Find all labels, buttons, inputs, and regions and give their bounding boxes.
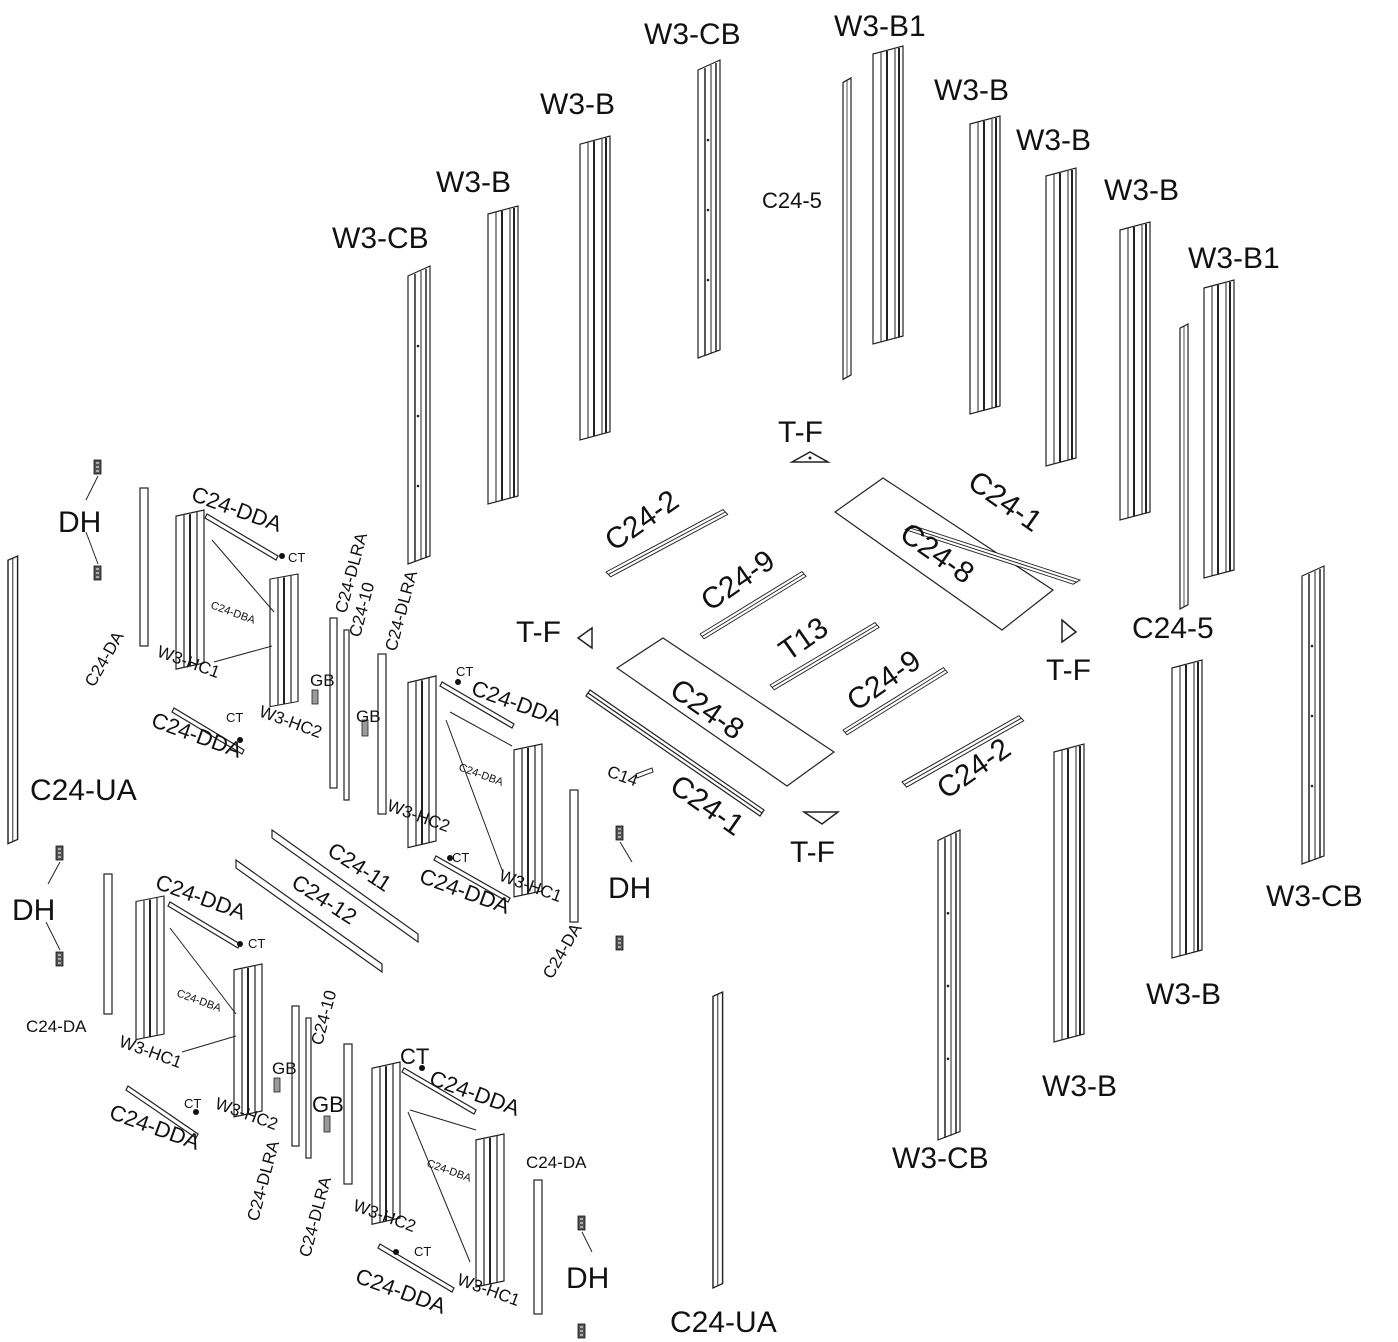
- label-ct-4: CT: [452, 850, 469, 865]
- beam-c24-11: [271, 828, 419, 944]
- label-w3-cb-top: W3-CB: [644, 18, 741, 51]
- label-c24-9-left: C24-9: [695, 544, 781, 618]
- label-c24-dba-4: C24-DBA: [425, 1158, 473, 1185]
- bracket-t-f-left: [576, 626, 593, 650]
- post-c24-5-top: [842, 77, 852, 381]
- label-c24-1-back: C24-1: [962, 465, 1048, 539]
- label-dh-4: DH: [566, 1262, 609, 1295]
- label-ct-5: CT: [248, 936, 265, 951]
- wall-panel-w3-b-1: [487, 205, 519, 505]
- floor-panel-c24-8-back: [833, 477, 1055, 631]
- label-gb-2: GB: [356, 707, 381, 726]
- bracket-t-f-right: [1061, 618, 1078, 644]
- label-ct-7: CT: [400, 1044, 429, 1069]
- wall-panel-w3-b1-top: [872, 45, 904, 345]
- label-w3-b1-top: W3-B1: [834, 10, 926, 43]
- wall-panel-w3-b-6: [1171, 659, 1203, 959]
- label-gb-1: GB: [310, 671, 335, 690]
- door-assembly-3: [45, 845, 353, 1185]
- label-c24-da-2: C24-DA: [539, 920, 586, 982]
- part-c14: [635, 767, 654, 779]
- label-c24-dba-3: C24-DBA: [175, 988, 223, 1015]
- label-t-f-bottom: T-F: [790, 836, 835, 869]
- label-w3-hc2-1: W3-HC2: [257, 702, 325, 742]
- floor-rail-c24-1-front: [585, 689, 765, 817]
- bracket-t-f-bottom: [801, 811, 841, 825]
- label-c24-5-right: C24-5: [1132, 612, 1214, 645]
- label-c24-dba-2: C24-DBA: [457, 762, 505, 789]
- wall-panel-w3-b-7: [1053, 743, 1085, 1043]
- label-w3-b-3: W3-B: [934, 74, 1009, 107]
- floor-panel-c24-8-front: [615, 637, 836, 787]
- label-c24-10-2: C24-10: [308, 988, 341, 1047]
- label-ct-8: CT: [414, 1244, 431, 1259]
- label-c24-11: C24-11: [323, 837, 396, 896]
- beam-c24-12: [235, 858, 383, 974]
- label-w3-b-2: W3-B: [540, 88, 615, 121]
- label-dh-1: DH: [58, 506, 101, 539]
- post-c24-5-right: [1179, 323, 1189, 610]
- wall-panel-w3-cb-left: [407, 265, 431, 565]
- label-t-f-right: T-F: [1046, 654, 1091, 687]
- door-assembly-4: [370, 1060, 593, 1339]
- label-w3-b1-right: W3-B1: [1188, 242, 1280, 275]
- label-c24-ua-bottom: C24-UA: [670, 1306, 777, 1339]
- label-c14: C14: [605, 762, 641, 791]
- wall-panel-w3-cb-top: [697, 59, 721, 359]
- label-c24-da-4: C24-DA: [526, 1153, 587, 1172]
- label-dh-2: DH: [12, 894, 55, 927]
- label-c24-dda-8: C24-DDA: [352, 1263, 449, 1319]
- label-gb-4: GB: [312, 1092, 344, 1117]
- wall-panel-w3-b-4: [1045, 167, 1077, 467]
- label-c24-da-1: C24-DA: [81, 628, 128, 690]
- label-w3-b-1: W3-B: [436, 166, 511, 199]
- label-dh-3: DH: [608, 872, 651, 905]
- wall-panel-w3-b-5: [1119, 221, 1151, 521]
- label-ct-3: CT: [456, 664, 473, 679]
- label-ct-2: CT: [226, 710, 243, 725]
- wall-panel-w3-b-3: [969, 115, 1001, 415]
- label-w3-b-4: W3-B: [1016, 124, 1091, 157]
- label-w3-hc1-3: W3-HC1: [117, 1032, 185, 1072]
- label-w3-b-5: W3-B: [1104, 174, 1179, 207]
- post-c24-ua-bottom: [712, 991, 724, 1289]
- label-w3-cb-far-right: W3-CB: [1266, 880, 1363, 913]
- wall-panel-w3-cb-bottom: [937, 829, 961, 1141]
- label-c24-dda-3: C24-DDA: [468, 675, 565, 731]
- label-c24-dlra-2: C24-DLRA: [382, 568, 422, 653]
- label-w3-b-7: W3-B: [1042, 1070, 1117, 1103]
- label-c24-12: C24-12: [287, 869, 361, 929]
- label-c24-dlra-3: C24-DLRA: [244, 1138, 284, 1223]
- wall-panel-w3-b1-right: [1203, 279, 1235, 579]
- label-c24-dlra-4: C24-DLRA: [296, 1174, 336, 1259]
- label-ct-6: CT: [184, 1096, 201, 1111]
- door-assembly-1: [85, 459, 387, 815]
- label-c24-dda-5: C24-DDA: [152, 869, 249, 925]
- label-w3-cb-left: W3-CB: [332, 222, 429, 255]
- post-c24-ua-left: [7, 555, 19, 845]
- label-c24-ua-left: C24-UA: [30, 774, 137, 807]
- label-w3-b-6: W3-B: [1146, 978, 1221, 1011]
- label-ct-1: CT: [288, 550, 305, 565]
- bracket-t-f-top: [791, 451, 829, 463]
- label-c24-2-left: C24-2: [599, 484, 685, 558]
- label-t-f-left: T-F: [516, 616, 561, 649]
- label-c24-dda-4: C24-DDA: [416, 863, 513, 919]
- door-assembly-2: [406, 674, 633, 951]
- label-w3-cb-bottom: W3-CB: [892, 1142, 989, 1175]
- label-c24-dba-1: C24-DBA: [209, 600, 257, 627]
- label-c24-da-3: C24-DA: [26, 1017, 87, 1036]
- label-gb-3: GB: [272, 1059, 297, 1078]
- wall-panel-w3-b-2: [578, 134, 612, 441]
- label-t-f-top: T-F: [778, 416, 823, 449]
- label-c24-5-top: C24-5: [762, 188, 822, 213]
- wall-panel-w3-cb-far-right: [1301, 565, 1325, 865]
